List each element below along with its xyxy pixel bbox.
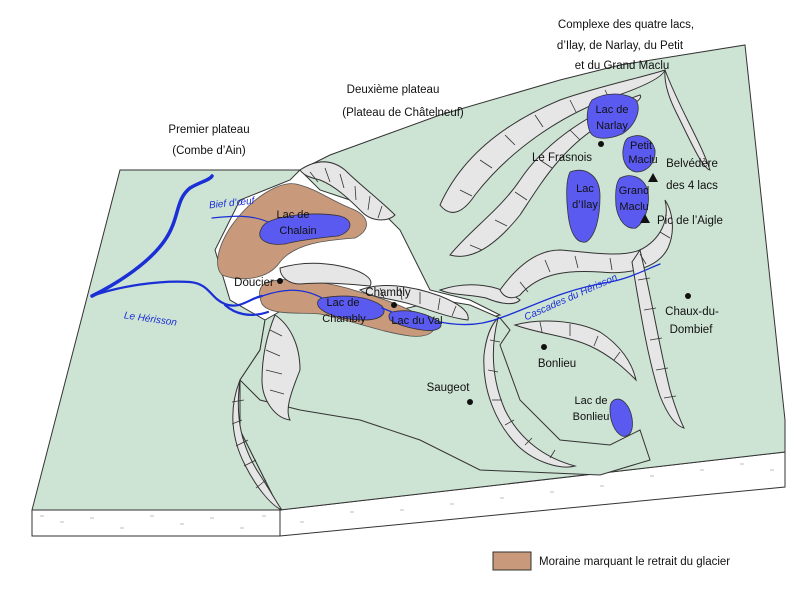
label-narlay-1: Lac de: [595, 104, 628, 116]
cliff-chalain-north: [299, 161, 396, 221]
dot-chambly: [391, 302, 397, 308]
label-bief: Bief d’œuf: [208, 196, 256, 212]
cliff-upper-arc-1: [439, 69, 666, 213]
river-bief: [211, 215, 269, 223]
cliff-far-right: [664, 69, 711, 171]
cliff-right-valley-west: [483, 316, 577, 468]
label-ilay-1: Lac: [576, 183, 594, 195]
dot-doucier: [277, 278, 283, 284]
label-chambly: Chambly: [365, 287, 411, 299]
lake-chalain: [259, 213, 351, 245]
premier-plateau-line2: (Combe d’Ain): [172, 145, 246, 157]
label-belvedere-1: Belvédère: [666, 158, 718, 170]
cliff-upper-arc-3: [499, 199, 673, 299]
triangle-pic: [640, 214, 650, 223]
label-chambly-1: Lac de: [326, 297, 359, 309]
cliff-chambly-east: [358, 284, 469, 321]
complexe-line1: Complexe des quatre lacs,: [558, 19, 694, 31]
label-grand-maclu-2: Maclu: [619, 201, 648, 213]
cliff-doucier-west: [279, 262, 372, 287]
dot-bonlieu: [541, 344, 547, 350]
rivers: [90, 174, 661, 326]
dot-chaux: [685, 293, 691, 299]
dot-saugeot: [467, 399, 473, 405]
label-chaux-1: Chaux-du-: [665, 306, 719, 318]
label-pic: Pic de l’Aigle: [657, 215, 723, 227]
label-petit-maclu-2: Maclu: [628, 154, 657, 166]
river-ain: [90, 280, 264, 307]
label-val: Lac du Val: [391, 315, 442, 327]
premier-plateau-line1: Premier plateau: [168, 124, 249, 136]
label-doucier: Doucier: [234, 277, 274, 289]
label-petit-maclu-1: Petit: [630, 140, 652, 152]
river-herisson-lower: [223, 303, 270, 316]
river-chambly-val: [261, 263, 661, 326]
lake-petit-maclu: [622, 135, 656, 173]
lake-chambly: [317, 295, 385, 321]
label-bonlieu-lake-2: Bonlieu: [573, 411, 610, 423]
settlement-markers: [277, 141, 691, 405]
triangle-belvedere: [648, 173, 658, 182]
lake-grand-maclu: [615, 175, 649, 229]
label-saugeot: Saugeot: [427, 382, 471, 394]
river-herisson-upper: [90, 174, 214, 298]
lake-ilay: [566, 170, 601, 243]
legend-label: Moraine marquant le retrait du glacier: [539, 556, 730, 568]
cliff-bands: [232, 69, 711, 511]
label-grand-maclu-1: Grand: [619, 185, 650, 197]
label-chalain-2: Chalain: [279, 225, 316, 237]
label-bonlieu: Bonlieu: [538, 358, 576, 370]
lake-bonlieu: [609, 398, 633, 437]
viewpoint-markers: [640, 173, 658, 223]
label-chaux-2: Dombief: [670, 324, 714, 336]
complexe-line2: d’Ilay, de Narlay, du Petit: [557, 40, 684, 52]
deuxieme-plateau-line1: Deuxième plateau: [347, 84, 440, 96]
block-side-face: [31, 509, 281, 537]
lake-narlay: [586, 93, 639, 139]
label-belvedere-2: des 4 lacs: [666, 180, 718, 192]
lakes: [259, 93, 656, 437]
dot-frasnois: [598, 141, 604, 147]
cliff-bonlieu-east: [513, 320, 637, 382]
label-ilay-2: d’Ilay: [572, 199, 598, 211]
cliff-saugeot-west: [232, 379, 283, 511]
complexe-line3: et du Grand Maclu: [575, 60, 670, 72]
label-chambly-2: Chambly: [322, 313, 366, 325]
label-narlay-2: Narlay: [596, 120, 628, 132]
block-face-stipple: [40, 463, 774, 529]
cliff-chambly-south: [261, 314, 301, 421]
legend-swatch-moraine: [492, 551, 532, 571]
label-bonlieu-lake-1: Lac de: [574, 395, 607, 407]
label-chalain-1: Lac de: [276, 209, 309, 221]
deuxieme-plateau-line2: (Plateau de Châtelneuf): [342, 107, 464, 119]
label-frasnois: Le Frasnois: [532, 152, 592, 164]
lake-val: [388, 310, 442, 331]
